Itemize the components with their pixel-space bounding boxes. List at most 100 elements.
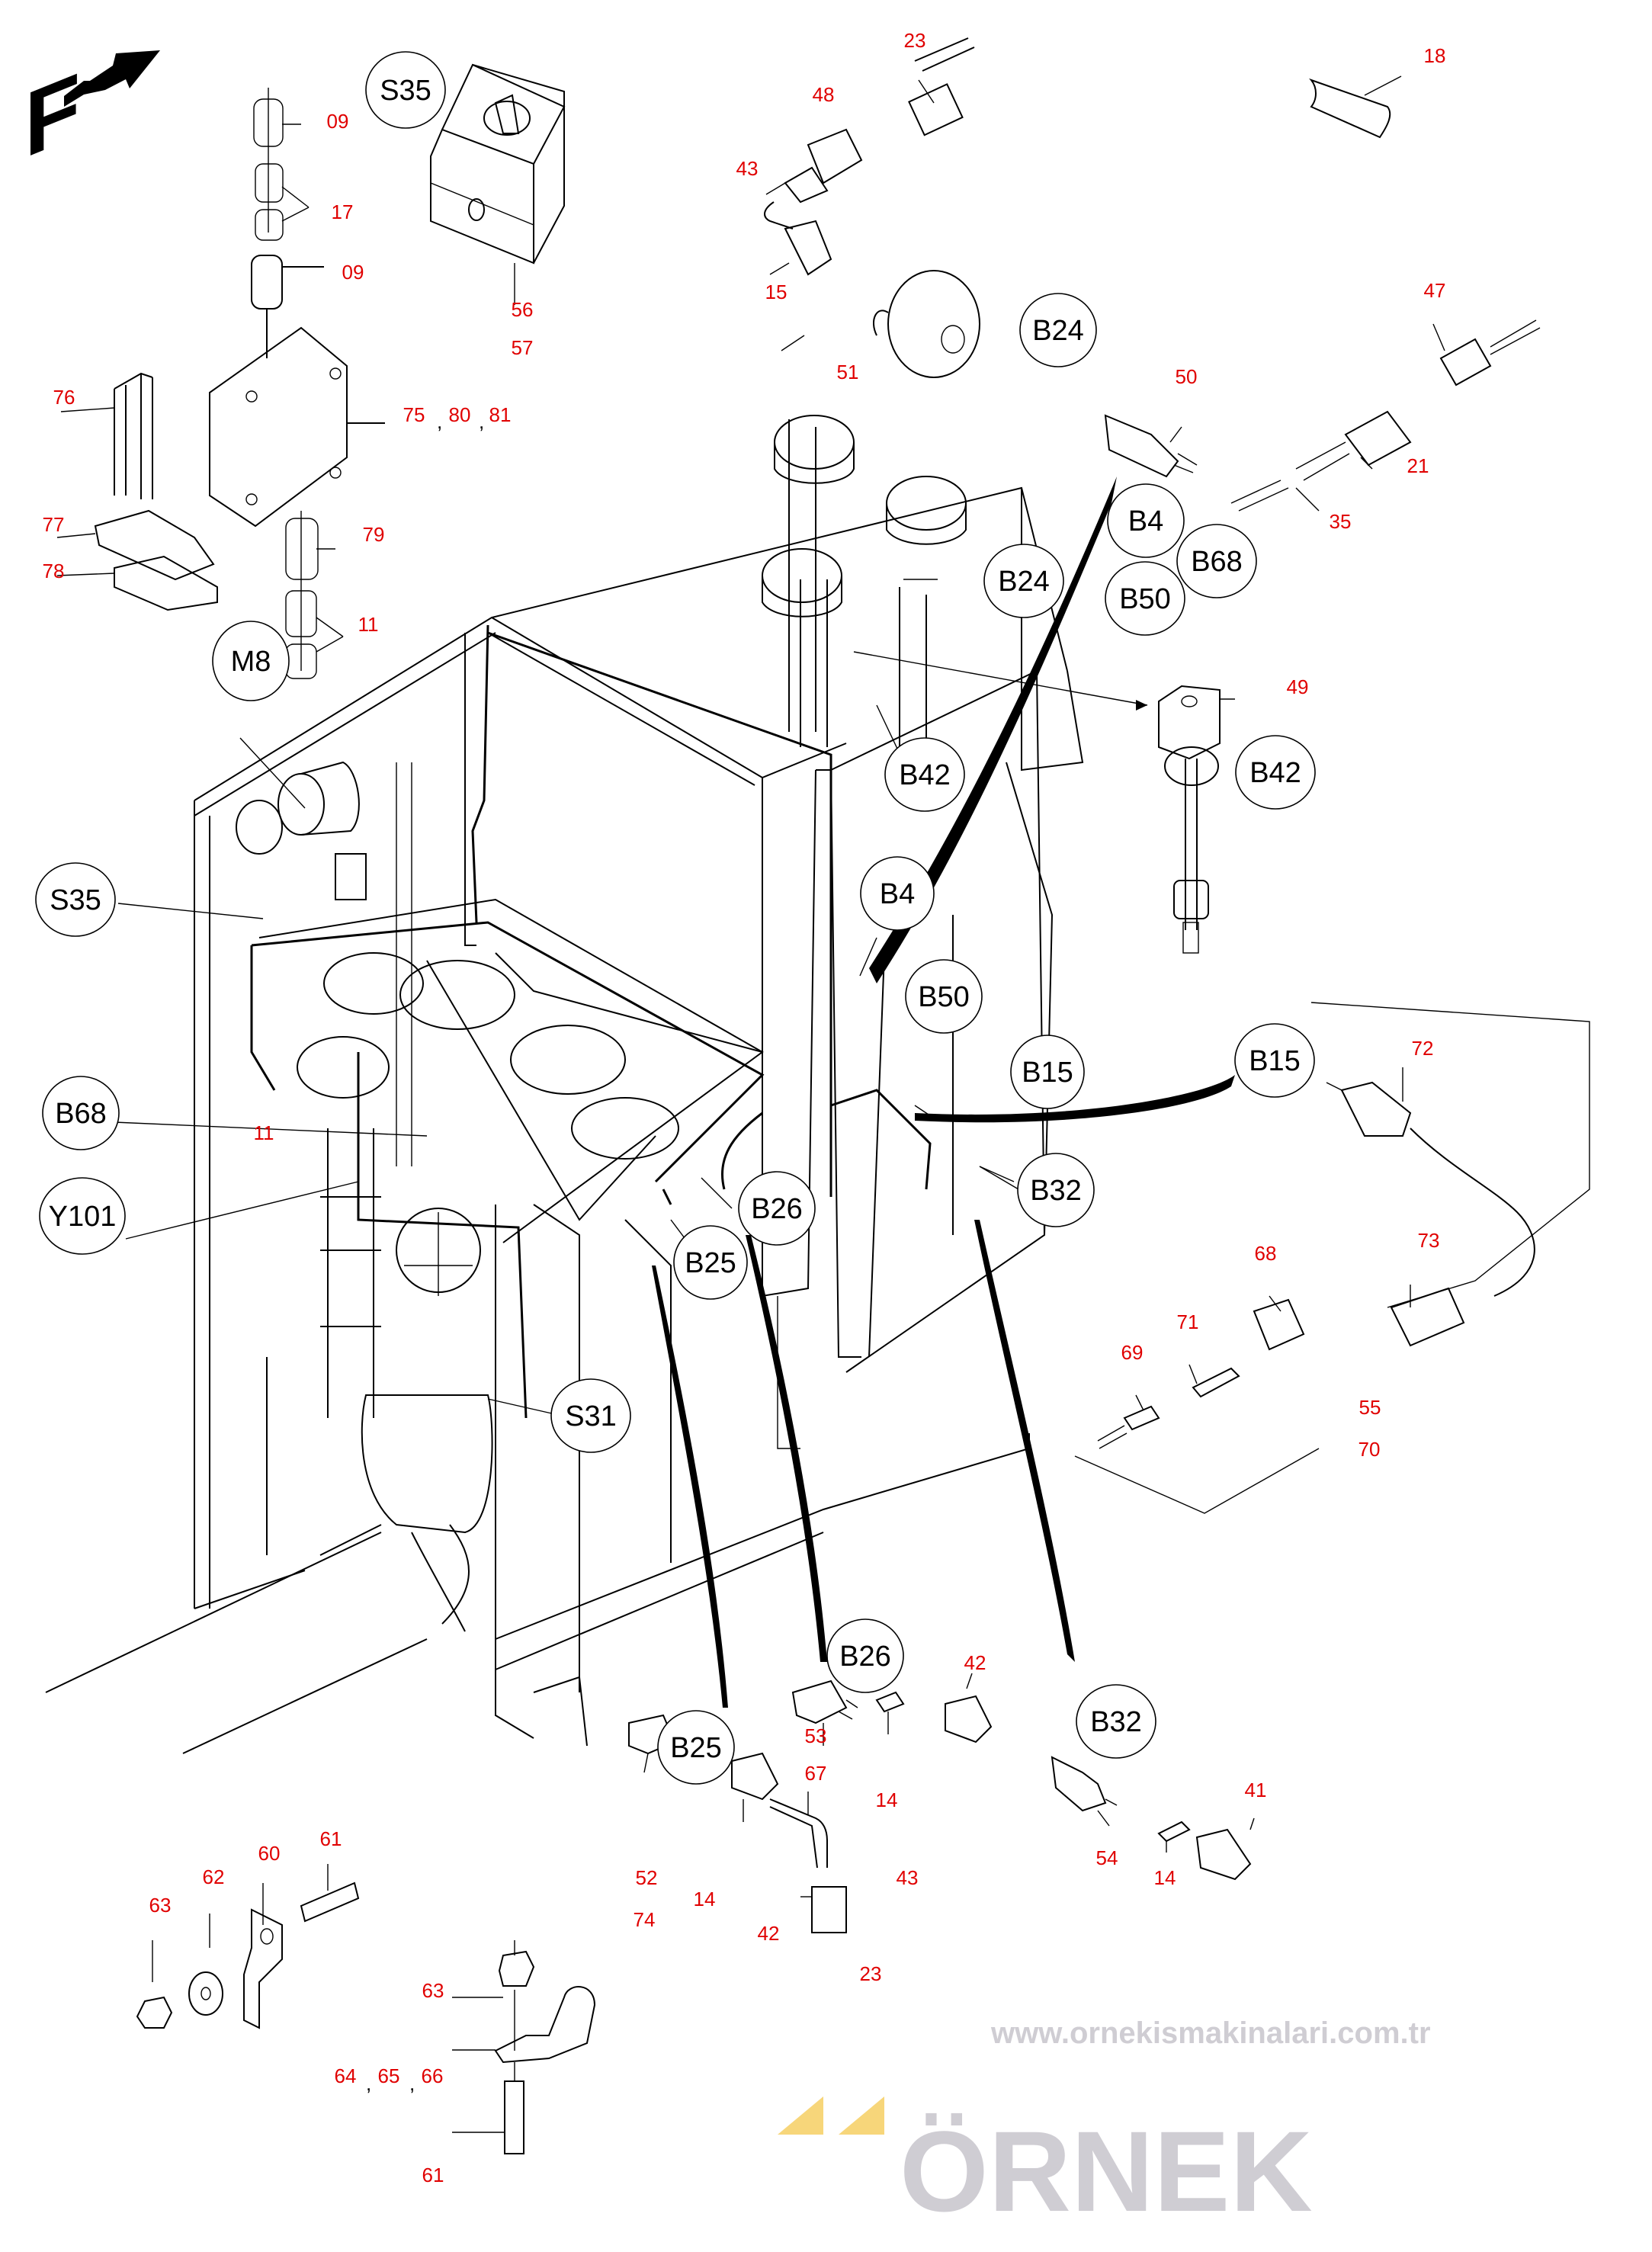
callout-code: B15: [1249, 1045, 1301, 1077]
part-separator: ,: [366, 2072, 371, 2095]
callout-code: Y101: [49, 1201, 117, 1233]
part-number-p56: 56: [512, 298, 534, 321]
code-callout-b68-left: B68: [42, 1076, 120, 1150]
code-callout-b42-mid: B42: [884, 737, 965, 812]
machine-frame: [45, 415, 1084, 1754]
part-number-p75: 75: [403, 403, 425, 426]
part-number-p74: 74: [634, 1908, 656, 1931]
callout-circle: [42, 1076, 120, 1150]
code-callout-s31: S31: [550, 1378, 631, 1453]
callout-code: B68: [1191, 546, 1243, 578]
part-number-p61a: 61: [320, 1827, 342, 1850]
callout-code: B25: [670, 1732, 722, 1764]
callout-code: B68: [55, 1098, 107, 1130]
part-number-p51: 51: [837, 361, 859, 383]
code-callout-b15-right: B15: [1234, 1023, 1315, 1098]
callout-code: B4: [880, 878, 915, 910]
part-number-p66: 66: [422, 2064, 444, 2087]
code-callout-b25-bottom: B25: [657, 1710, 735, 1785]
watermark-brand: ÖRNEK: [900, 2107, 1313, 2235]
part-number-p63a: 63: [149, 1894, 172, 1917]
part-number-p55: 55: [1359, 1396, 1381, 1419]
callout-code: B15: [1022, 1057, 1073, 1089]
callout-circle: [1010, 1035, 1085, 1109]
callout-circle: [39, 1177, 126, 1255]
part-number-p65: 65: [378, 2064, 400, 2087]
callout-circle: [983, 544, 1064, 618]
callout-code: B50: [918, 981, 970, 1013]
code-callout-y101: Y101: [39, 1177, 126, 1255]
part-number-p47: 47: [1424, 279, 1446, 302]
callout-circle: [673, 1225, 748, 1300]
part-number-p21: 21: [1407, 454, 1429, 477]
callout-circle: [1017, 1153, 1095, 1227]
callout-code: B24: [998, 566, 1050, 598]
callout-code: B32: [1030, 1175, 1082, 1207]
callout-code: S35: [380, 75, 431, 107]
callout-code: B4: [1128, 505, 1163, 537]
part-number-p72: 72: [1412, 1037, 1434, 1060]
callout-circle: [1076, 1684, 1156, 1759]
watermark: ÖRNEK www.ornekismakinalari.com.tr: [778, 2016, 1431, 2235]
code-callout-b24-top: B24: [1019, 293, 1097, 367]
callout-circle: [212, 621, 290, 701]
part-number-p52: 52: [636, 1866, 658, 1889]
part-number-p69: 69: [1121, 1341, 1144, 1364]
part-number-p35: 35: [1330, 510, 1352, 533]
callout-circle: [1234, 1023, 1315, 1098]
code-callout-m8: M8: [212, 621, 290, 701]
code-callout-b26-mid: B26: [738, 1171, 816, 1246]
code-callout-b4-top: B4: [1107, 483, 1185, 558]
part-number-p42b: 42: [758, 1922, 780, 1945]
part-number-p42a: 42: [964, 1651, 986, 1674]
callout-circle: [738, 1171, 816, 1246]
watermark-accent-shape: [839, 2096, 884, 2135]
part-number-p73: 73: [1418, 1229, 1440, 1252]
part-number-p54: 54: [1096, 1846, 1118, 1869]
direction-letter: F: [24, 53, 80, 178]
callout-circle: [550, 1378, 631, 1453]
part-number-p09b: 09: [342, 261, 364, 284]
callout-circle: [365, 51, 446, 129]
callout-code: B24: [1032, 315, 1084, 347]
code-callout-b50-top: B50: [1105, 561, 1185, 636]
callout-circle: [1235, 735, 1316, 810]
part-number-p68: 68: [1255, 1242, 1277, 1265]
watermark-accent-shape: [778, 2096, 823, 2135]
part-number-p64: 64: [335, 2064, 357, 2087]
part-number-p14c: 14: [694, 1888, 716, 1910]
callout-circle: [1176, 524, 1257, 598]
code-callout-b68-top: B68: [1176, 524, 1257, 598]
part-number-p79: 79: [363, 523, 385, 546]
part-number-p23b: 23: [860, 1962, 882, 1985]
detail-pointers: [652, 476, 1235, 1708]
part-separator: ,: [409, 2072, 415, 2095]
part-number-p50: 50: [1176, 365, 1198, 388]
part-number-p11b: 11: [254, 1121, 274, 1144]
part-number-p61b: 61: [422, 2164, 444, 2186]
part-number-p18: 18: [1424, 44, 1446, 67]
part-number-p57: 57: [512, 336, 534, 359]
callout-code: B26: [839, 1641, 891, 1673]
part-number-p60: 60: [258, 1842, 281, 1865]
part-number-p62: 62: [203, 1865, 225, 1888]
part-number-p17: 17: [332, 200, 354, 223]
part-number-p53: 53: [805, 1724, 827, 1747]
part-number-p41: 41: [1245, 1779, 1267, 1801]
callout-code: B42: [899, 759, 951, 791]
callout-code: B25: [685, 1247, 736, 1279]
part-number-p49: 49: [1287, 675, 1309, 698]
arrow-up-right-icon: [64, 50, 160, 107]
part-number-p70: 70: [1358, 1438, 1381, 1461]
part-separator: ,: [437, 410, 442, 433]
code-callout-b32-mid: B32: [1017, 1153, 1095, 1227]
part-number-p14a: 14: [876, 1788, 898, 1811]
callout-circle: [35, 862, 116, 937]
part-number-p15: 15: [765, 281, 788, 303]
code-callout-b50-mid: B50: [905, 959, 983, 1034]
part-number-p67: 67: [805, 1762, 827, 1785]
part-number-p81: 81: [489, 403, 512, 426]
